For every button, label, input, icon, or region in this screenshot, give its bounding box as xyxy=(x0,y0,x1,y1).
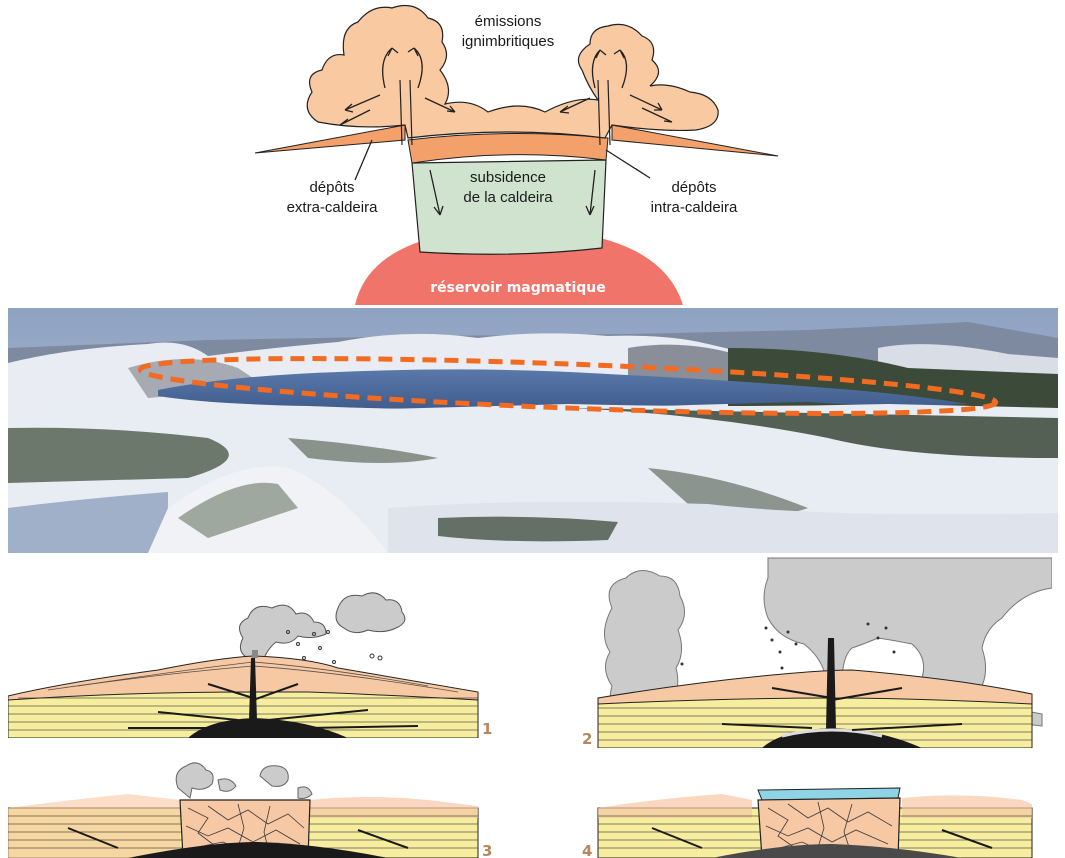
stage-1-number: 1 xyxy=(482,720,492,738)
emissions-label-line2: ignimbritiques xyxy=(462,33,555,50)
stage-4-number: 4 xyxy=(582,842,592,858)
intra-caldera-deposits xyxy=(408,133,608,163)
stage-1-diagram: 1 xyxy=(8,588,498,738)
intra-caldera-label-line2: intra-caldeira xyxy=(651,199,738,216)
extra-caldera-label-line2: extra-caldeira xyxy=(287,199,379,216)
intra-caldera-label-line1: dépôts xyxy=(671,179,716,196)
reservoir-label: réservoir magmatique xyxy=(430,280,606,296)
caldera-formation-diagram: émissions ignimbritiques dépôts extra-ca… xyxy=(0,0,1065,305)
stage-4-diagram: 4 xyxy=(582,758,1052,858)
stage-2-number: 2 xyxy=(582,730,592,748)
subsidence-label-line2: de la caldeira xyxy=(463,189,553,206)
small-plumes xyxy=(176,763,312,799)
extra-caldera-deposits-left xyxy=(255,125,405,153)
extra-caldera-label-line1: dépôts xyxy=(309,179,354,196)
stage-2-diagram: 2 xyxy=(582,548,1052,748)
stage-3-diagram: 3 xyxy=(8,758,498,858)
subsidence-label-line1: subsidence xyxy=(470,169,546,186)
caldera-panorama-photo xyxy=(8,308,1058,553)
stage-3-number: 3 xyxy=(482,842,492,858)
emissions-label-line1: émissions xyxy=(475,13,542,30)
